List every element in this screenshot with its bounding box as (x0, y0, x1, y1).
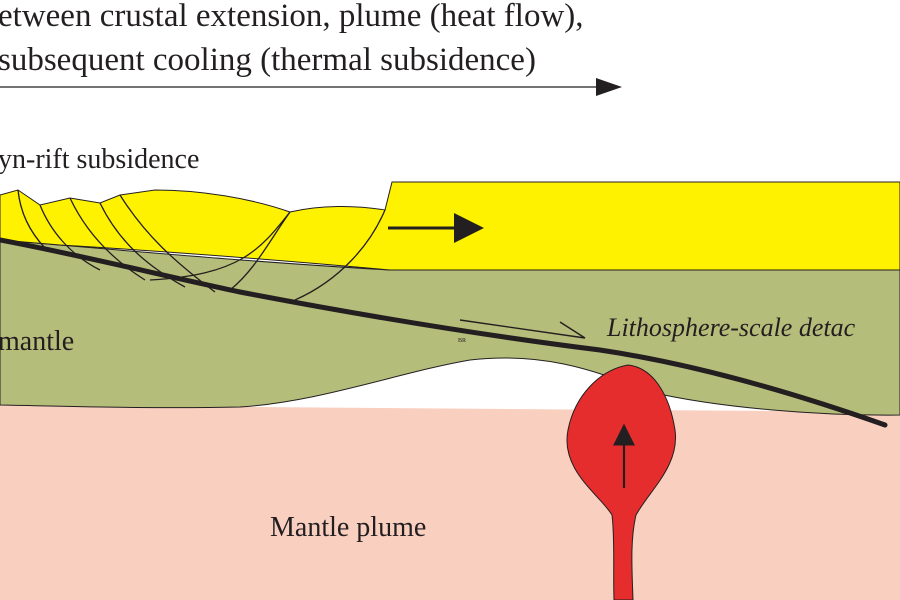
mantle-plume (566, 364, 677, 600)
title-line-1: etween crustal extension, plume (heat fl… (0, 0, 584, 34)
asthenosphere-layer (0, 405, 900, 600)
syn-rift-label: yn-rift subsidence (0, 144, 199, 175)
fault-1 (17, 189, 46, 249)
fault-7 (294, 209, 386, 301)
fault-3 (69, 197, 146, 281)
detachment-fault (0, 237, 888, 428)
title-line-2: subsequent cooling (thermal subsidence) (0, 42, 536, 78)
detachment-label: Lithosphere-scale detac (606, 313, 856, 342)
top-time-arrowhead (596, 78, 622, 96)
detachment-half-arrow (459, 319, 586, 339)
mantle-label: mantle (0, 326, 74, 357)
crust-layer (0, 181, 900, 271)
fault-2 (39, 204, 101, 271)
tiny-mark: BR (458, 338, 466, 344)
fault-6 (229, 211, 291, 291)
plume-label: Mantle plume (270, 512, 426, 543)
